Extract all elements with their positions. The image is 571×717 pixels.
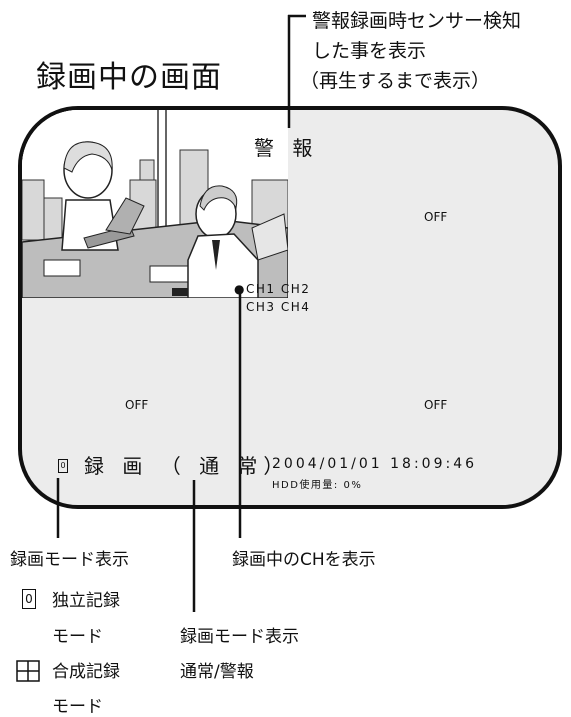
- alarm-note-line1: 警報録画時センサー検知: [312, 10, 522, 32]
- alarm-indicator-label: 警 報: [254, 136, 319, 160]
- ch4-off-label: OFF: [424, 398, 448, 412]
- independent-mode-icon: 0: [22, 589, 36, 609]
- ch2-off-label: OFF: [424, 210, 448, 224]
- callout-rec-mode-display2: 録画モード表示: [180, 627, 299, 647]
- callout-composite-line1: 合成記録: [52, 662, 120, 682]
- callout-independent-line2: モード: [52, 627, 103, 647]
- callout-recording-ch: 録画中のCHを表示: [232, 550, 376, 570]
- ch-indicator-line1: ●CH1 CH2: [234, 282, 311, 296]
- recording-status: 録 画 （ 通 常）: [84, 454, 290, 478]
- alarm-note-line2: した事を表示: [312, 40, 427, 62]
- page-title: 録画中の画面: [36, 60, 222, 95]
- callout-rec-mode-display: 録画モード表示: [10, 550, 129, 570]
- camera-scene-illustration: [22, 110, 288, 298]
- composite-mode-icon: [16, 660, 40, 682]
- ch-indicator-line2: CH3 CH4: [246, 300, 311, 314]
- datetime-display: 2004/01/01 18:09:46: [272, 456, 478, 472]
- callout-composite-line2: モード: [52, 697, 103, 717]
- callout-independent-line1: 独立記録: [52, 591, 120, 611]
- hdd-usage: HDD使用量: 0%: [272, 480, 363, 491]
- callout-normal-alarm: 通常/警報: [180, 662, 254, 682]
- record-mode-icon: 0: [58, 459, 68, 473]
- alarm-note-line3: （再生するまで表示）: [300, 70, 491, 92]
- ch3-off-label: OFF: [125, 398, 149, 412]
